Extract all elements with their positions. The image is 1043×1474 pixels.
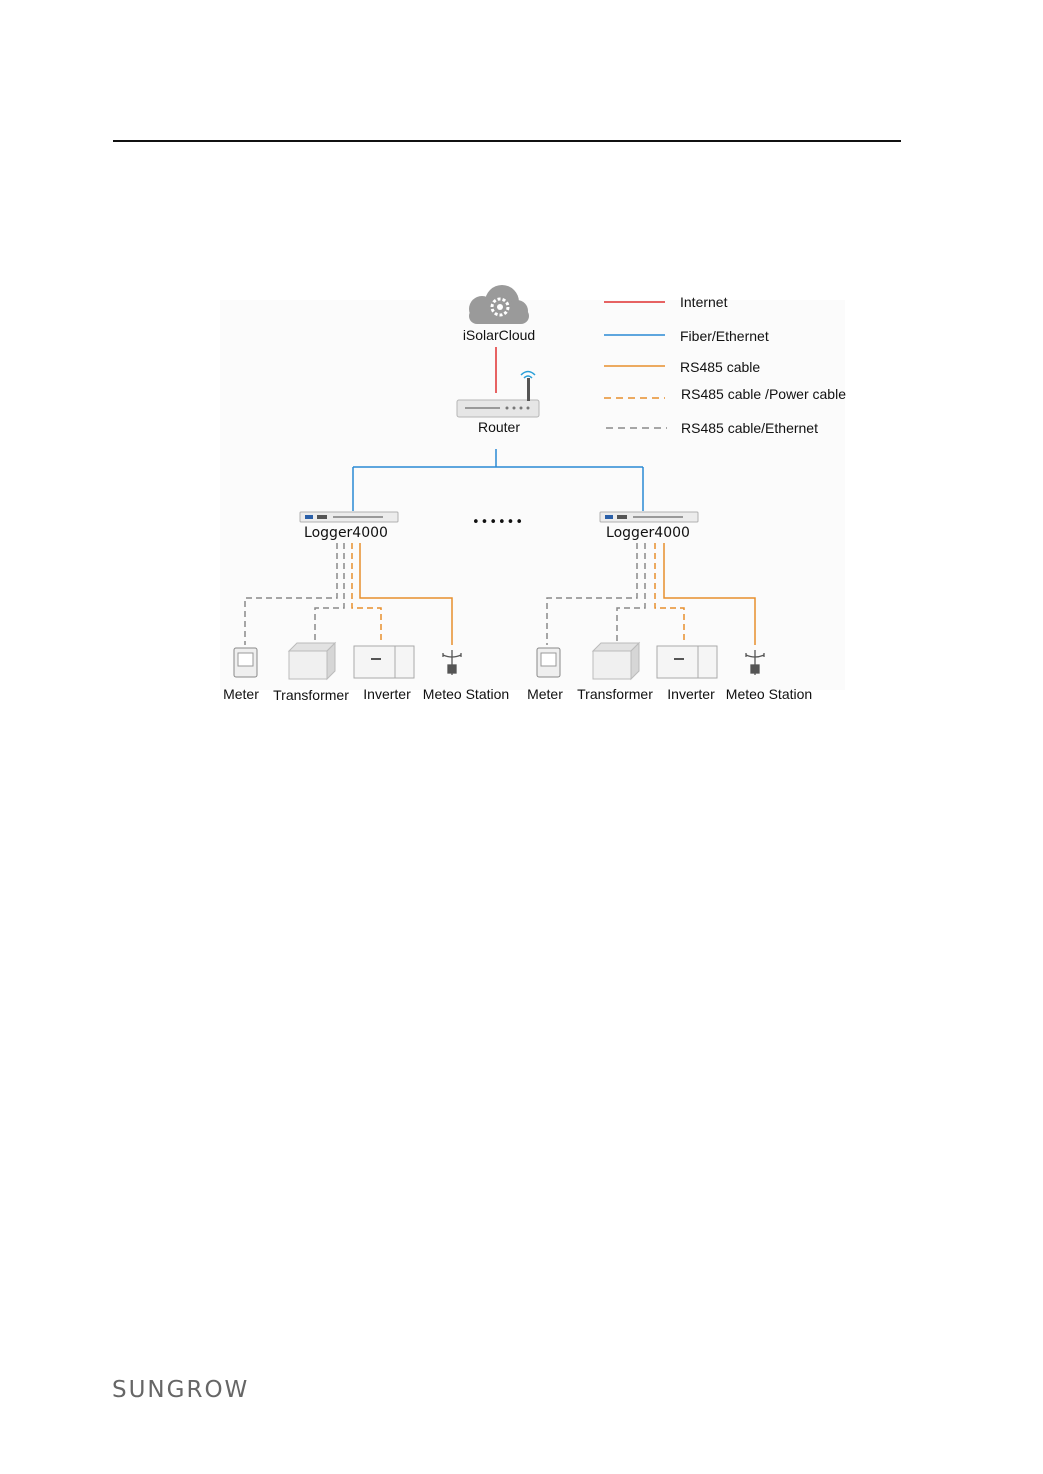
device-label: Meteo Station (726, 686, 812, 702)
legend-label-rs485-ethernet: RS485 cable/Ethernet (681, 420, 818, 436)
sungrow-logo: SUNGROW (112, 1377, 249, 1403)
header-rule (113, 140, 901, 142)
network-diagram: iSolarCloud Router Logger4000 •••••• (205, 275, 855, 715)
device-label: Meteo Station (423, 686, 509, 702)
legend-label-rs485-power: RS485 cable /Power cable (681, 386, 846, 402)
logger-2-icon (600, 512, 698, 522)
legend-label-rs485: RS485 cable (680, 359, 760, 375)
inverter-icon (657, 646, 717, 678)
legend-label-internet: Internet (680, 294, 728, 310)
logger-1-icon (300, 512, 398, 522)
device-label: Inverter (667, 686, 715, 702)
cloud-gear-icon (469, 285, 529, 324)
ellipsis: •••••• (472, 515, 524, 530)
inverter-icon (354, 646, 414, 678)
device-label: Transformer (577, 686, 653, 702)
legend-label-fiber: Fiber/Ethernet (680, 328, 769, 344)
device-label: Meter (223, 686, 259, 702)
device-label: Transformer (273, 687, 349, 703)
device-label: Inverter (363, 686, 411, 702)
logger-2-label: Logger4000 (606, 525, 690, 541)
cloud-label: iSolarCloud (463, 327, 535, 343)
meter-icon (537, 648, 560, 677)
transformer-icon (593, 643, 639, 679)
router-label: Router (478, 419, 520, 435)
device-label: Meter (527, 686, 563, 702)
logger-1-label: Logger4000 (304, 525, 388, 541)
transformer-icon (289, 643, 335, 679)
meter-icon (234, 648, 257, 677)
